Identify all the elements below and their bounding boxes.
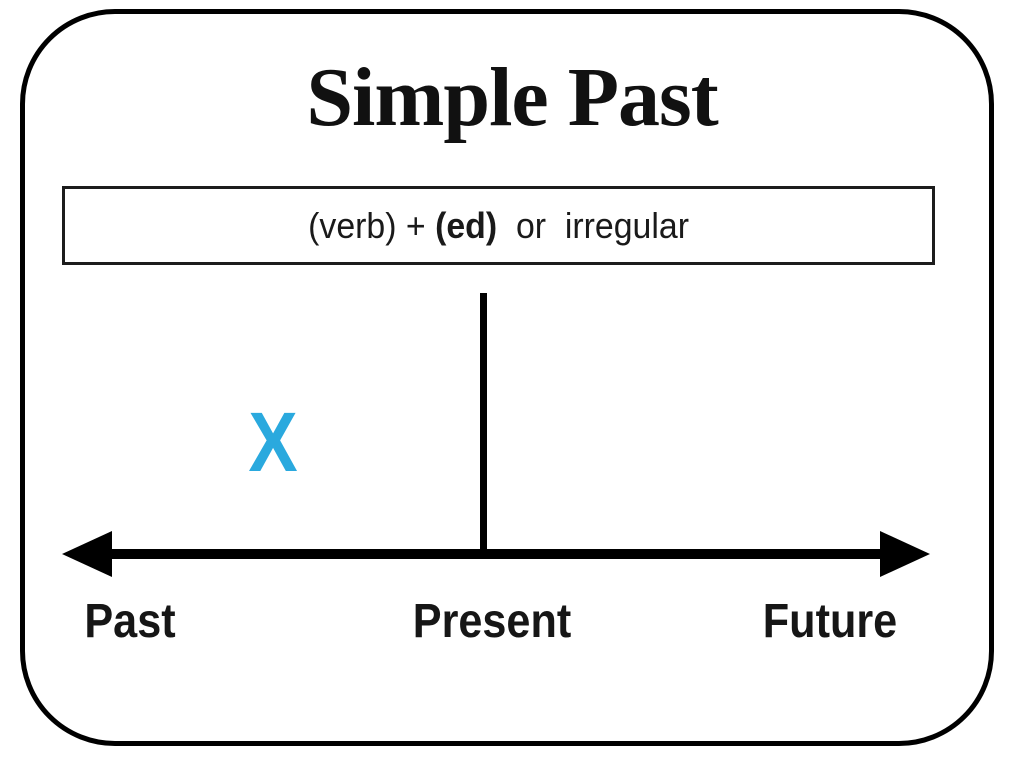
formula-box: (verb) + (ed) or irregular	[62, 186, 935, 265]
formula-tail-part: or irregular	[497, 204, 689, 246]
present-divider-line	[480, 293, 487, 554]
timeline-label-past: Past	[84, 595, 176, 648]
past-x-marker: X	[248, 395, 298, 489]
timeline-arrow-left-icon	[62, 531, 112, 577]
timeline-arrow-right-icon	[880, 531, 930, 577]
diagram-title: Simple Past	[306, 51, 718, 144]
timeline-label-present: Present	[412, 595, 572, 648]
formula-verb-part: (verb) +	[308, 204, 436, 246]
formula-ed-part: (ed)	[435, 204, 498, 246]
diagram-frame	[20, 9, 994, 746]
formula-text: (verb) + (ed) or irregular	[308, 205, 689, 247]
timeline-label-future: Future	[762, 595, 898, 648]
timeline-line	[103, 549, 887, 559]
